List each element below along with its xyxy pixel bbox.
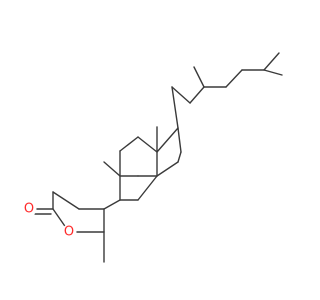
ring-oxygen-backdrop	[61, 224, 77, 240]
bond-19	[156, 161, 179, 177]
bond-1	[52, 191, 80, 210]
bond-16	[137, 136, 158, 153]
bond-24	[171, 86, 191, 104]
molecule-structure-diagram: O O	[0, 0, 300, 300]
bond-7	[103, 199, 121, 210]
bond-13	[137, 175, 158, 201]
bond-layer	[28, 52, 283, 263]
atom-label-layer: O O	[21, 201, 77, 240]
carbonyl-oxygen-backdrop	[21, 201, 37, 217]
bond-20	[177, 151, 182, 163]
ring-oxygen-atom: O	[61, 224, 77, 240]
bond-15	[119, 136, 139, 152]
ring-oxygen-label: O	[64, 225, 74, 240]
carbonyl-oxygen-label: O	[24, 202, 34, 217]
bond-28	[225, 69, 243, 88]
bond-30	[263, 52, 280, 71]
bond-25	[189, 86, 205, 104]
bond-31	[263, 69, 283, 76]
bond-26	[193, 66, 205, 88]
bond-22	[156, 127, 179, 153]
bond-9	[103, 161, 121, 177]
bond-21	[177, 127, 182, 153]
bond-23	[171, 86, 179, 129]
background	[0, 0, 300, 300]
carbonyl-oxygen-atom: O	[21, 201, 37, 217]
